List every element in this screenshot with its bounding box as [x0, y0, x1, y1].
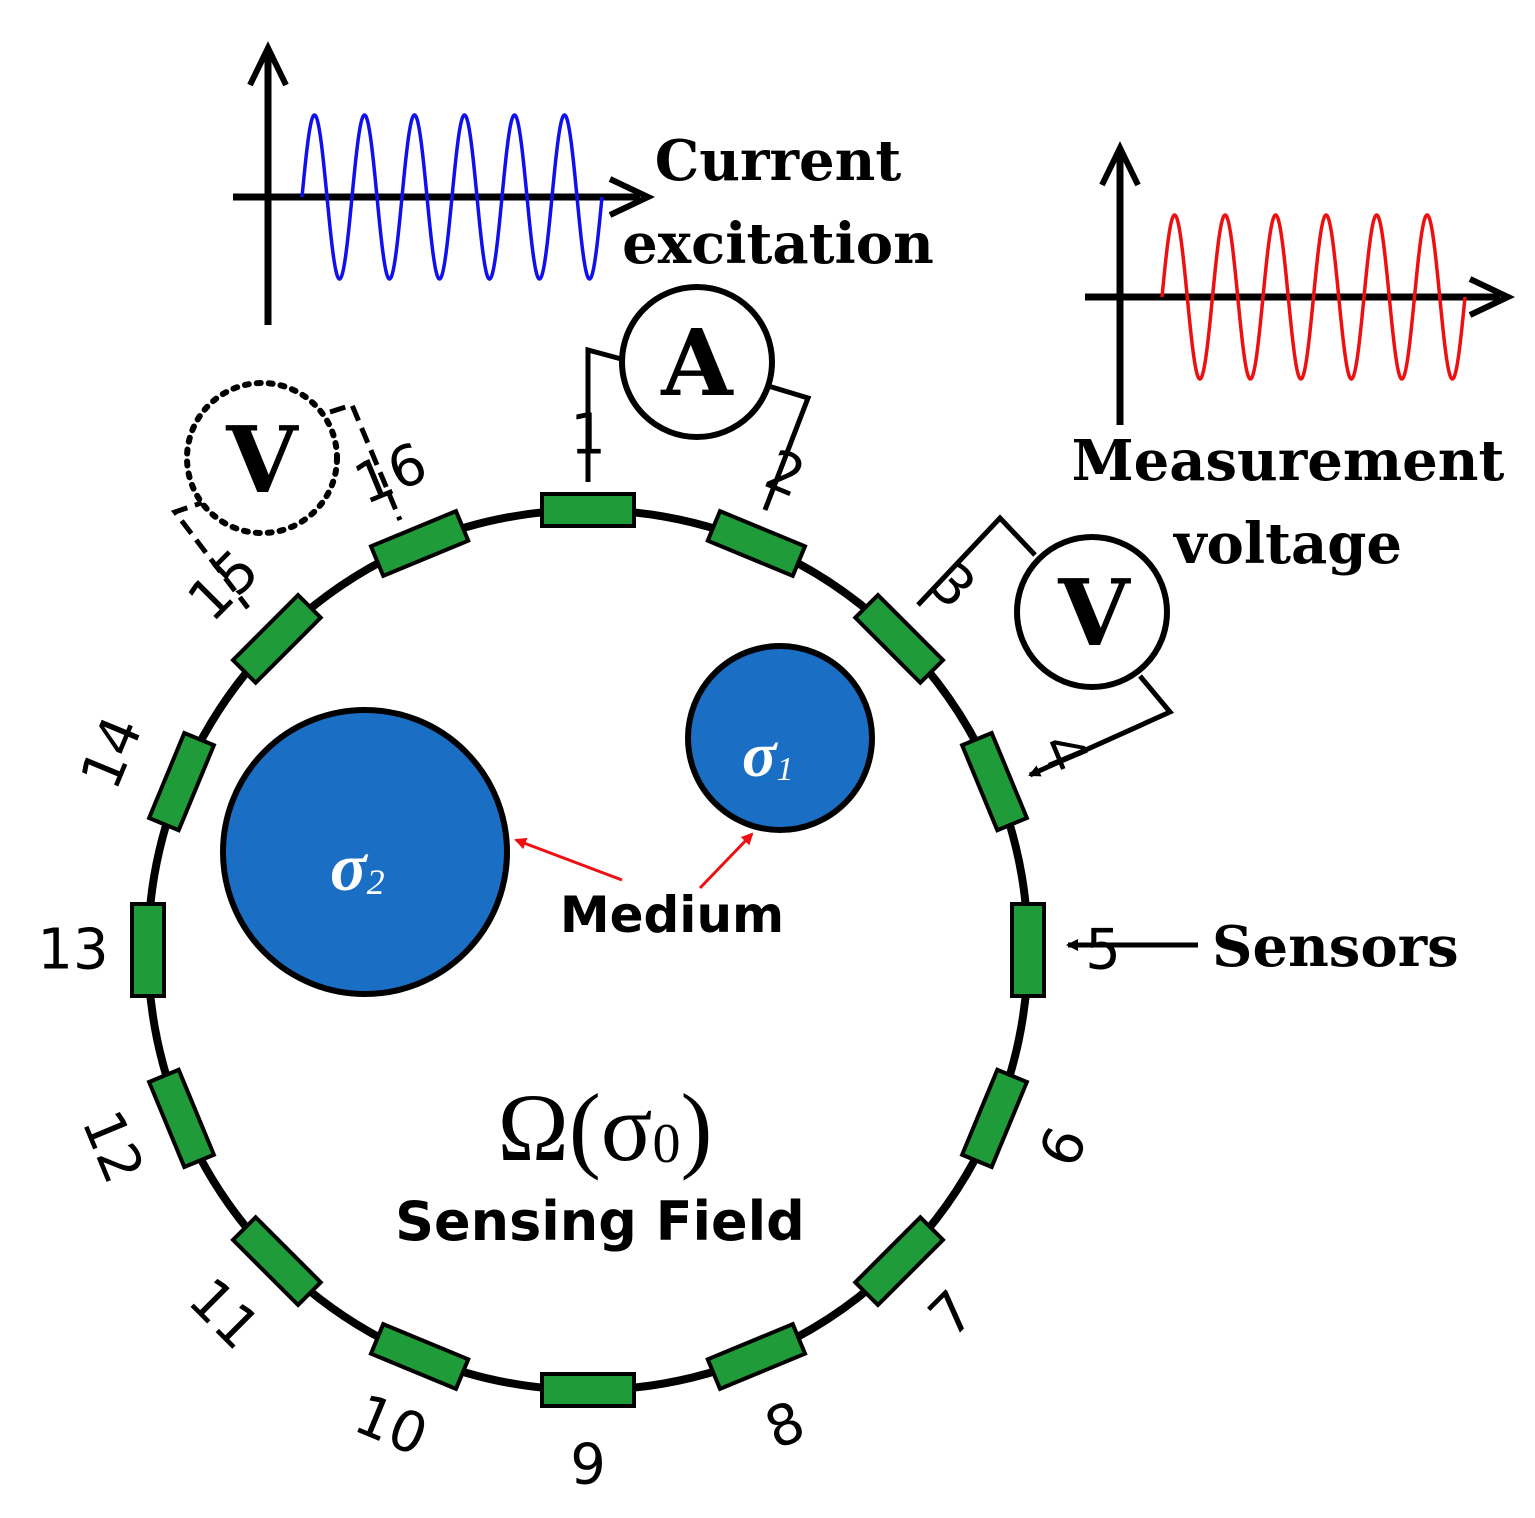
voltage-plot-x-arrowhead: [1468, 276, 1516, 318]
electrode-13: [130, 902, 166, 998]
electrode-label-13: 13: [37, 918, 108, 983]
sensing-field-label: Sensing Field: [395, 1190, 805, 1253]
voltmeter-symbol: V: [1057, 559, 1131, 667]
electrode-3: [852, 592, 946, 686]
electrode-1: [540, 492, 636, 528]
electrode-10: [368, 1321, 471, 1392]
electrode-2: [705, 508, 808, 579]
sensors-label: Sensors: [1212, 914, 1459, 980]
current-excitation-label-line2: excitation: [622, 211, 934, 277]
voltage-waveform: [1160, 213, 1467, 381]
electrode-16: [368, 508, 471, 579]
ammeter-symbol: A: [660, 309, 734, 417]
measurement-voltage-plot: [1085, 141, 1516, 425]
dotted-voltmeter-circle: [184, 380, 340, 536]
electrode-6: [959, 1067, 1030, 1170]
current-waveform: [300, 113, 604, 281]
voltmeter: V: [916, 514, 1175, 778]
electrode-label-12: 12: [69, 1102, 156, 1193]
ammeter-wire-electrode1: [585, 346, 626, 482]
measurement-voltage-label-line1: Measurement: [1072, 428, 1505, 494]
electrode-7: [852, 1214, 946, 1308]
electrode-label-9: 9: [570, 1433, 606, 1498]
current-plot-y-arrowhead: [247, 41, 289, 87]
electrode-label-15: 15: [176, 538, 272, 634]
electrode-label-5: 5: [1085, 918, 1121, 983]
electrode-4: [959, 730, 1030, 833]
electrode-14: [146, 730, 217, 833]
voltmeter-circle: [1014, 534, 1170, 690]
medium-arrow-to-sigma1: [698, 832, 754, 890]
electrode-5: [1010, 902, 1046, 998]
ammeter-circle: [619, 284, 775, 440]
electrode-label-2: 2: [756, 437, 814, 511]
dotted-voltmeter-symbol: V: [225, 406, 299, 514]
electrode-15: [230, 592, 324, 686]
medium-sigma1: σ1: [685, 643, 875, 833]
voltage-plot-y-arrowhead: [1099, 141, 1141, 187]
dotted-voltmeter-wire-electrode15: [170, 497, 250, 610]
dotted-voltmeter-wire-electrode16: [329, 401, 403, 521]
current-excitation-plot: [233, 41, 656, 325]
medium-sigma2-label: σ2: [330, 829, 385, 905]
medium-sigma1-label: σ1: [742, 719, 794, 790]
electrode-label-6: 6: [1027, 1118, 1101, 1176]
medium-sigma2: σ2: [220, 707, 510, 997]
electrode-label-8: 8: [756, 1389, 814, 1463]
voltmeter-dotted: V: [170, 380, 403, 610]
electrode-8: [705, 1321, 808, 1392]
ammeter: A: [585, 284, 812, 511]
measurement-voltage-label-line2: voltage: [1172, 511, 1402, 577]
medium-sigma1-circle: [685, 643, 875, 833]
voltmeter-wire-electrode4: [1028, 674, 1175, 778]
electrode-11: [230, 1214, 324, 1308]
medium-sigma2-circle: [220, 707, 510, 997]
current-excitation-label-line1: Current: [655, 128, 902, 194]
electrode-9: [540, 1372, 636, 1408]
omega-label: Ω(σ0): [497, 1074, 712, 1181]
voltmeter-wire-electrode3: [916, 514, 1037, 607]
electrode-label-11: 11: [176, 1266, 272, 1362]
electrode-label-16: 16: [346, 431, 437, 518]
ammeter-wire-electrode2: [762, 382, 812, 511]
electrode-label-14: 14: [69, 708, 156, 799]
electrode-label-10: 10: [346, 1382, 437, 1469]
medium-label: Medium: [560, 886, 784, 944]
electrode-ring: [130, 492, 1046, 1408]
electrode-label-3: 3: [917, 550, 988, 621]
electrode-12: [146, 1067, 217, 1170]
current-plot-x-arrowhead: [608, 176, 656, 218]
medium-arrow-to-sigma2: [514, 837, 623, 882]
electrode-label-7: 7: [917, 1279, 988, 1350]
